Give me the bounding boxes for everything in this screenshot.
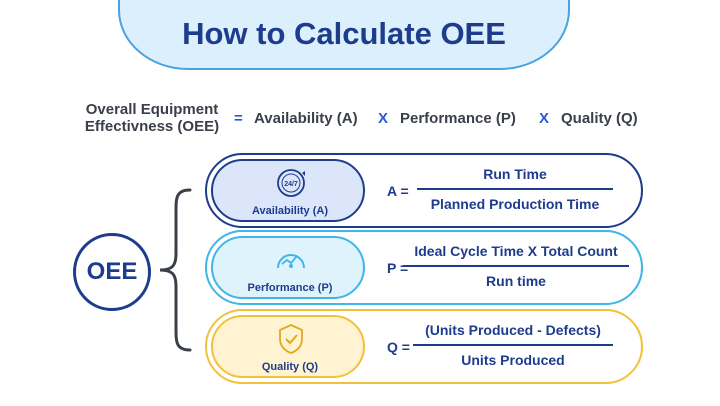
oee-circle-label: OEE (86, 258, 138, 285)
quality-shield-icon (279, 324, 303, 354)
title-banner (118, 0, 570, 70)
fraction-bar (417, 188, 613, 190)
performance-pill: Performance (P) (211, 236, 365, 299)
performance-label: Performance (P) (247, 282, 333, 294)
formula-term-availability: Availability (A) (254, 110, 358, 127)
performance-numerator: Ideal Cycle Time X Total Count (414, 243, 618, 259)
quality-pill: Quality (Q) (211, 315, 365, 378)
quality-card: Quality (Q) Q = (Units Produced - Defect… (205, 309, 643, 384)
performance-fraction: Ideal Cycle Time X Total Count Run time (403, 240, 629, 292)
quality-label: Quality (Q) (261, 361, 319, 373)
quality-eq-lhs: Q = (387, 339, 410, 355)
availability-fraction: Run Time Planned Production Time (417, 163, 613, 215)
svg-text:24/7: 24/7 (284, 181, 298, 188)
availability-pill: 24/7 Availability (A) (211, 159, 365, 222)
clock-24-7-icon: 24/7 (277, 169, 305, 197)
formula-term-quality: Quality (Q) (561, 110, 638, 127)
availability-card: 24/7 Availability (A) A = Run Time Plann… (205, 153, 643, 228)
quality-fraction: (Units Produced - Defects) Units Produce… (413, 319, 613, 371)
oee-formula: Overall Equipment Effectivness (OEE) = A… (0, 100, 720, 140)
quality-denominator: Units Produced (461, 352, 565, 368)
availability-eq-lhs: A = (387, 183, 409, 199)
performance-card: Performance (P) P = Ideal Cycle Time X T… (205, 230, 643, 305)
availability-label: Availability (A) (252, 205, 328, 217)
formula-equals: = (234, 110, 243, 127)
fraction-bar (413, 344, 613, 346)
availability-numerator: Run Time (483, 166, 547, 182)
formula-lhs: Overall Equipment Effectivness (OEE) (84, 101, 220, 135)
quality-numerator: (Units Produced - Defects) (425, 322, 601, 338)
curly-brace (159, 188, 192, 352)
fraction-bar (403, 265, 629, 267)
performance-eq-lhs: P = (387, 260, 409, 276)
oee-circle: OEE (73, 233, 151, 311)
formula-term-performance: Performance (P) (400, 110, 516, 127)
page-title: How to Calculate OEE (182, 16, 506, 51)
speedometer-icon (277, 254, 305, 269)
formula-multiply-2: X (539, 110, 550, 127)
performance-denominator: Run time (486, 273, 546, 289)
availability-denominator: Planned Production Time (430, 196, 600, 212)
formula-multiply-1: X (378, 110, 389, 127)
